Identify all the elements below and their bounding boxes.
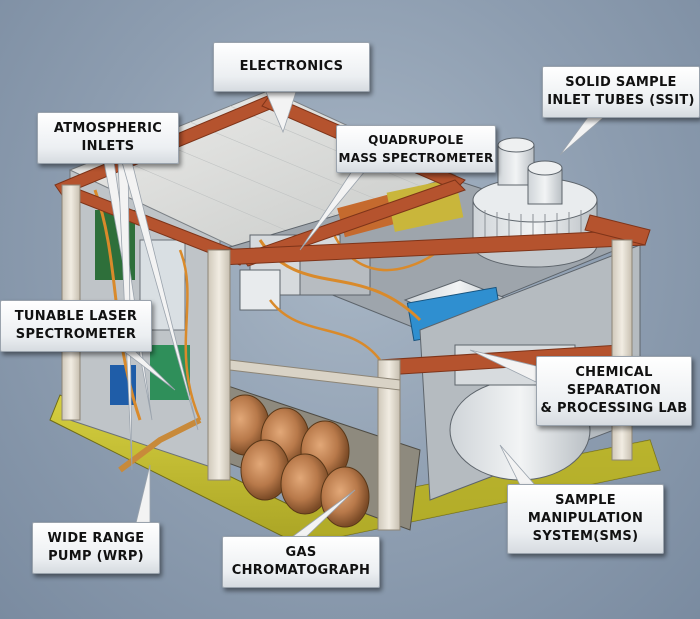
label-gc-line1: GAS — [285, 545, 317, 560]
pointer-wrp — [135, 464, 151, 524]
label-sample-manipulation-system: SAMPLE MANIPULATION SYSTEM(SMS) — [507, 484, 664, 554]
label-wide-range-pump: WIDE RANGE PUMP (WRP) — [32, 522, 160, 574]
label-wrp-line2: PUMP (WRP) — [48, 549, 144, 564]
label-cspl-line1: CHEMICAL — [575, 365, 653, 380]
label-ssit: SOLID SAMPLE INLET TUBES (SSIT) — [542, 66, 700, 118]
label-wrp-line1: WIDE RANGE — [47, 531, 145, 546]
label-sms-line3: SYSTEM(SMS) — [532, 529, 639, 544]
label-tunable-laser-spectrometer: TUNABLE LASER SPECTROMETER — [0, 300, 152, 352]
label-ssit-line1: SOLID SAMPLE — [565, 75, 677, 90]
label-electronics-line1: ELECTRONICS — [239, 59, 344, 74]
label-gc-line2: CHROMATOGRAPH — [231, 563, 371, 578]
label-atmospheric-inlets: ATMOSPHERIC INLETS — [37, 112, 179, 164]
label-gas-chromatograph: GAS CHROMATOGRAPH — [222, 536, 380, 588]
label-quadrupole-mass-spectrometer: QUADRUPOLE MASS SPECTROMETER — [336, 125, 496, 173]
label-tls-line1: TUNABLE LASER — [14, 309, 138, 324]
label-qms-line2: MASS SPECTROMETER — [338, 151, 494, 165]
label-sms-line1: SAMPLE — [555, 493, 616, 508]
label-atmospheric-line2: INLETS — [81, 139, 135, 154]
pointer-ssit — [559, 116, 606, 156]
label-ssit-line2: INLET TUBES (SSIT) — [547, 93, 695, 108]
label-cspl-line2: SEPARATION — [566, 383, 662, 398]
label-cspl-line3: & PROCESSING LAB — [540, 401, 688, 416]
label-tls-line2: SPECTROMETER — [15, 327, 137, 342]
label-electronics: ELECTRONICS — [213, 42, 370, 92]
label-pointers — [103, 91, 606, 538]
pointer-electronics — [265, 91, 297, 134]
label-atmospheric-line1: ATMOSPHERIC — [53, 121, 163, 136]
label-qms-line1: QUADRUPOLE — [368, 133, 464, 147]
ssit-assembly — [472, 137, 598, 268]
label-sms-line2: MANIPULATION — [527, 511, 644, 526]
label-chemical-separation-processing-lab: CHEMICAL SEPARATION & PROCESSING LAB — [536, 356, 692, 426]
